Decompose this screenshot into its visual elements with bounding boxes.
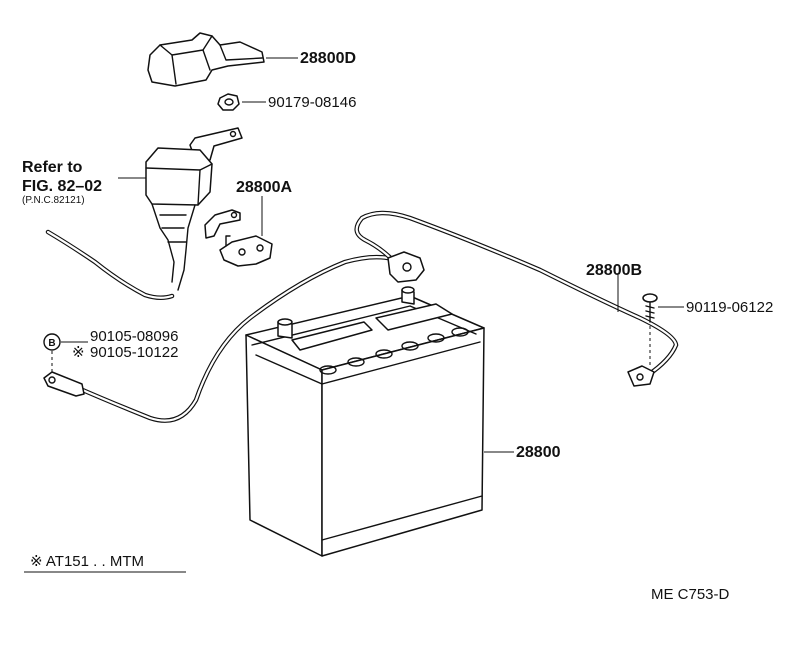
label-part-battery: 28800 [516, 444, 561, 461]
figure-code: ME C753-D [651, 586, 730, 603]
battery-illustration [245, 286, 485, 557]
reference-line-3: (P.N.C.82121) [22, 195, 85, 206]
battery-terminal-clamp [387, 251, 425, 283]
label-part-clamp: 28800A [236, 179, 292, 196]
label-part-screw: 90119-06122 [686, 299, 773, 316]
screw-illustration [642, 293, 658, 323]
reference-line-2: FIG. 82–02 [22, 178, 102, 195]
nut-illustration [217, 93, 240, 111]
wire-harness [45, 229, 175, 300]
cable-end-terminal-right [627, 365, 655, 387]
bolt-marker-letter: B [48, 338, 55, 349]
label-part-negative-cable: 28800B [586, 262, 642, 279]
label-part-bolt-alt: 90105-10122 [90, 344, 178, 361]
fusible-link-illustration [145, 127, 243, 291]
cable-end-terminal-left [43, 371, 85, 397]
bolt-marker-circle [43, 333, 61, 351]
label-part-bolt-std: 90105-08096 [90, 328, 178, 345]
alt-marker: ※ [72, 344, 85, 361]
label-part-cover: 28800D [300, 50, 356, 67]
clamp-illustration [219, 235, 273, 267]
terminal-cover-illustration [147, 32, 265, 87]
label-part-nut: 90179-08146 [268, 94, 356, 111]
reference-line-1: Refer to [22, 159, 83, 176]
footnote: ※ AT151 . . MTM [30, 553, 144, 570]
